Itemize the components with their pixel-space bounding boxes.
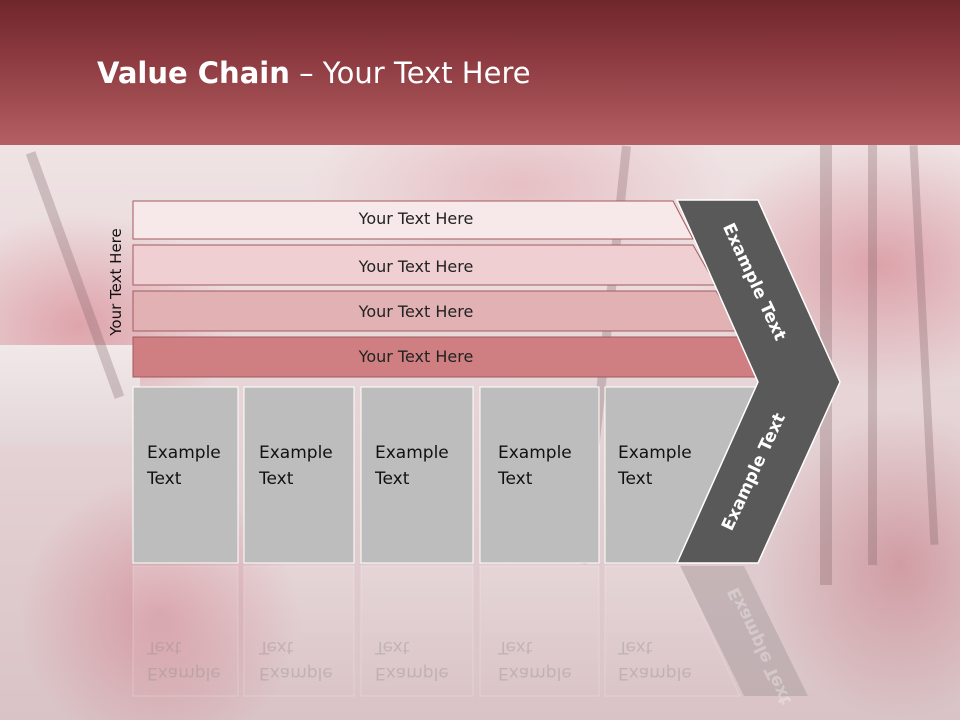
slide-title: Value Chain – Your Text Here — [97, 56, 531, 90]
box-reflection — [132, 565, 239, 697]
reflection-group — [132, 565, 808, 697]
row-bar-4[interactable] — [132, 336, 765, 378]
row-bar-1[interactable] — [132, 200, 694, 240]
row-bar-2[interactable] — [132, 244, 717, 286]
activity-box-3[interactable] — [360, 386, 474, 564]
margin-chevron[interactable] — [675, 199, 841, 564]
box-reflection — [479, 565, 600, 697]
box-reflection — [360, 565, 474, 697]
activity-box-2[interactable] — [243, 386, 355, 564]
chevron-reflection — [680, 566, 808, 696]
header-banner — [0, 0, 960, 145]
title-bold: Value Chain — [97, 56, 290, 90]
background-lake — [0, 345, 140, 445]
activity-box-1[interactable] — [132, 386, 239, 564]
box-reflection — [243, 565, 355, 697]
row-bar-3[interactable] — [132, 290, 741, 332]
box-reflection — [604, 565, 741, 697]
title-normal: – Your Text Here — [289, 56, 531, 90]
background-tree-trunk — [868, 145, 877, 565]
activity-box-4[interactable] — [479, 386, 600, 564]
